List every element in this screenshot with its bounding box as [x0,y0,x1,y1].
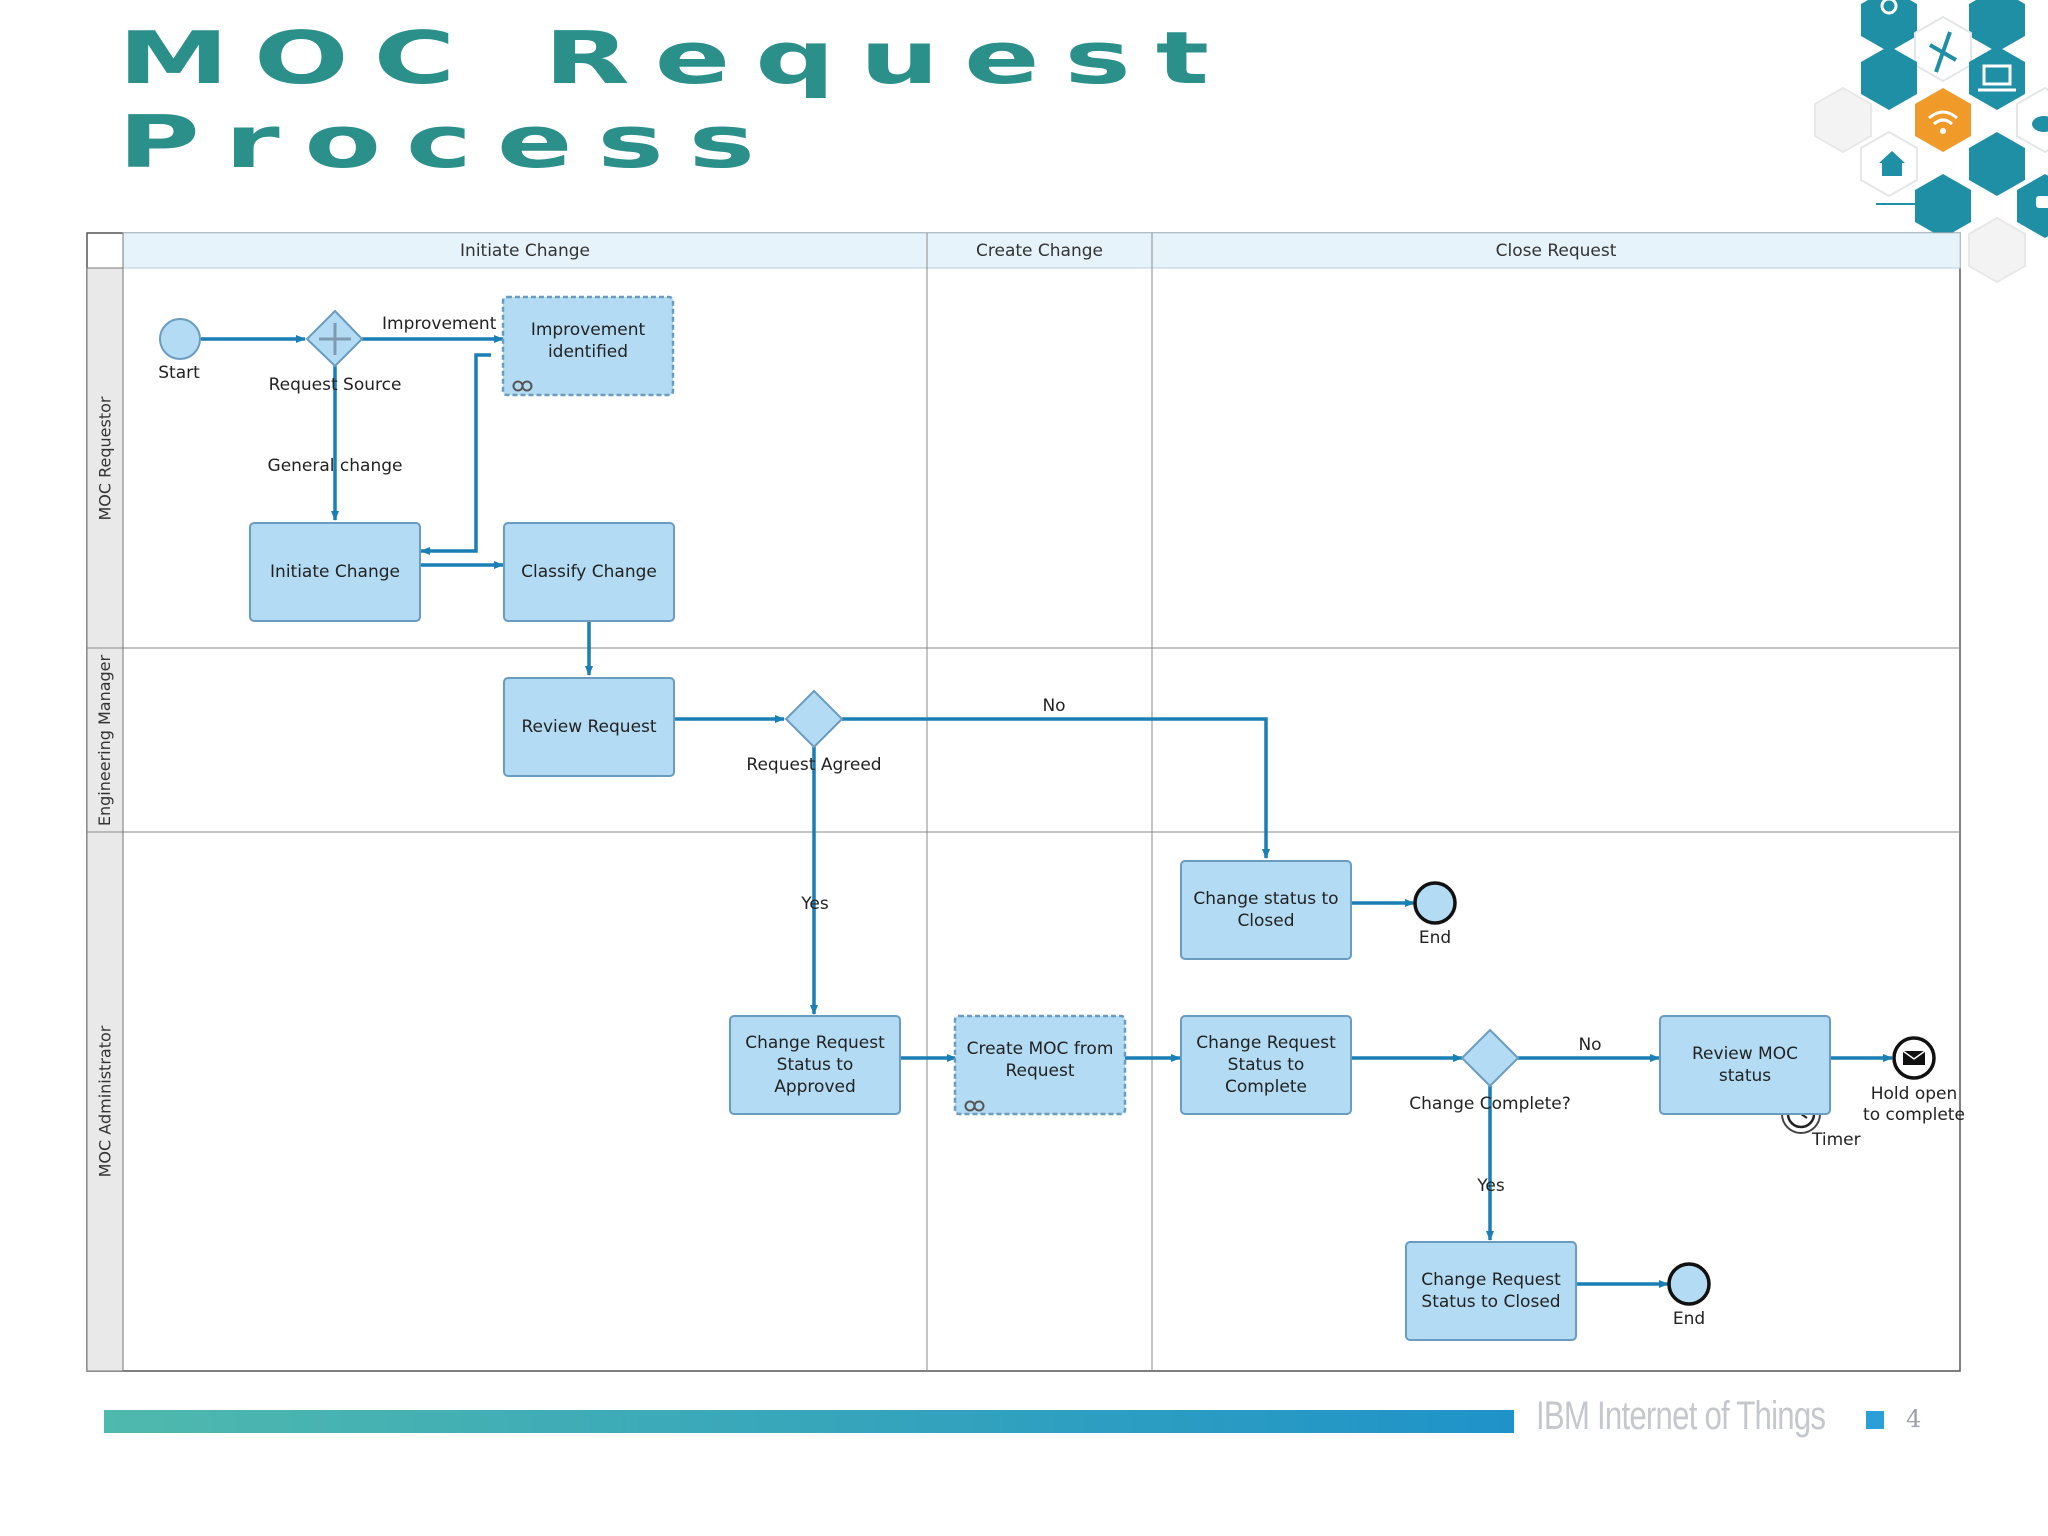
task-improvement-identified: Improvement identified [530,319,646,362]
footer-square [1866,1411,1884,1429]
task-review-request: Review Request [521,716,657,737]
cloud-icon [2032,116,2048,132]
change-complete-label: Change Complete? [1409,1094,1571,1114]
hold-open-label-line2: to complete [1863,1105,1965,1125]
start-label: Start [158,363,200,383]
airplane-icon [1929,31,1957,73]
yes-label-bottom: Yes [1477,1176,1505,1196]
no-label-top: No [1042,696,1066,716]
plus-icon [319,323,351,355]
pool [86,232,1961,1372]
task-box-create-moc [953,1014,1127,1116]
task-create-moc: Create MOC from Request [966,1038,1114,1081]
task-box-review-moc [1659,1015,1831,1115]
subprocess-icon [512,380,533,392]
task-review-moc-status: Review MOC status [1692,1043,1798,1086]
home-icon [1879,151,1905,176]
sequence-flows [201,335,1893,1288]
subprocess-icon [964,1100,985,1112]
task-box-status-approved [729,1015,901,1115]
request-source-gateway [305,309,364,368]
end-label-top: End [1418,928,1452,948]
yes-label-left: Yes [801,894,829,914]
phase-header-close: Close Request [1495,240,1617,261]
request-source-label: Request Source [268,375,402,395]
task-status-approved: Change Request Status to Approved [745,1032,885,1098]
task-box-status-complete [1180,1015,1352,1115]
page-number: 4 [1906,1405,1922,1433]
hold-open-label-line1: Hold open [1870,1084,1958,1104]
task-classify-change: Classify Change [521,561,657,582]
end-event-bottom [1667,1262,1711,1306]
lane-label-administrator: MOC Administrator [95,1025,115,1178]
lane-label-requestor: MOC Requestor [95,395,115,521]
request-agreed-gateway [784,689,844,749]
hexagon-decoration [1814,0,2048,284]
general-change-label: General change [267,456,403,476]
task-box-improvement [501,295,675,397]
phase-header-create: Create Change [976,240,1103,261]
timer-label: Timer [1812,1130,1861,1150]
change-complete-gateway [1460,1028,1520,1088]
laptop-icon [1978,64,2016,92]
improvement-label: Improvement [382,314,497,334]
slide-title-line2: Process [118,100,780,184]
gear-icon [1880,0,1898,15]
lane-label-engineering: Engineering Manager [95,654,115,826]
car-icon [2036,196,2048,208]
start-event [159,318,201,360]
slide-title-line1: MOC Request [118,16,1234,100]
no-label-right: No [1578,1035,1602,1055]
end-event-top [1413,881,1457,925]
footer-gradient-bar [104,1410,1514,1433]
envelope-icon [1902,1050,1926,1065]
task-initiate-change: Initiate Change [270,561,400,582]
task-status-complete: Change Request Status to Complete [1196,1032,1336,1098]
task-box-initiate [249,522,421,622]
end-label-bottom: End [1672,1309,1706,1329]
wifi-icon [1928,110,1958,134]
phase-header-initiate: Initiate Change [460,240,590,261]
task-box-status-closed-top [1180,860,1352,960]
task-box-status-closed-bottom [1405,1241,1577,1341]
footer-brand: IBM Internet of Things [1536,1394,1826,1438]
task-status-closed-top: Change status to Closed [1193,888,1339,931]
hold-open-end-event [1892,1036,1936,1080]
task-status-closed-bottom: Change Request Status to Closed [1421,1269,1561,1312]
task-box-review-request [503,677,675,777]
request-agreed-label: Request Agreed [746,755,882,775]
task-box-classify [503,522,675,622]
